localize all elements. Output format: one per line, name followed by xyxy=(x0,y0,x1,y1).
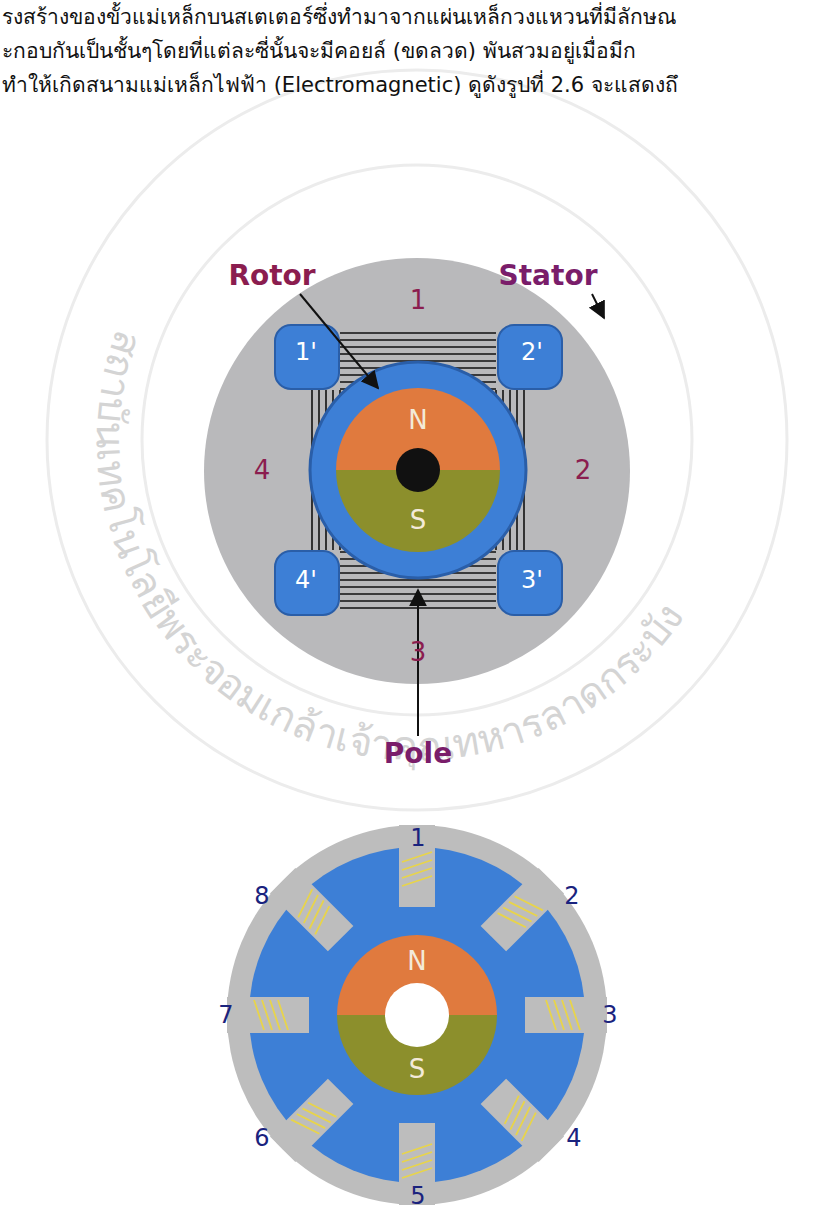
tooth xyxy=(481,868,564,951)
pole-letter: N xyxy=(336,407,500,433)
pole-letter: S xyxy=(336,507,500,533)
winding xyxy=(498,906,526,934)
body-text-line: รงสร้างของขั้วแม่เหล็กบนสเตเตอร์ซึ่งทำมา… xyxy=(2,5,676,30)
callout-number: 2 xyxy=(564,883,579,909)
winding xyxy=(498,1096,526,1124)
callout-number: 3 xyxy=(602,1002,617,1028)
callout-number: 2 xyxy=(575,456,592,485)
tooth xyxy=(270,868,353,951)
winding xyxy=(254,1000,264,1030)
winding xyxy=(509,895,537,923)
winding xyxy=(302,1101,330,1129)
part-name: Stator xyxy=(499,261,598,292)
tooth-body xyxy=(481,868,564,951)
tooth-body xyxy=(481,1079,564,1162)
half-disc xyxy=(337,935,497,1015)
tooth xyxy=(227,997,309,1033)
callout-number: 3' xyxy=(521,567,543,593)
hub xyxy=(396,470,440,492)
winding xyxy=(546,1000,556,1030)
winding xyxy=(402,1168,432,1178)
winding xyxy=(402,868,432,878)
body-text-line: ทำให้เกิดสนามแม่เหล็กไฟฟ้า (Electromagne… xyxy=(2,73,678,98)
callout-number: 1 xyxy=(410,286,427,315)
tooth-body xyxy=(270,868,353,951)
winding xyxy=(278,1000,288,1030)
winding xyxy=(515,1113,543,1141)
winding xyxy=(270,1000,280,1030)
half-disc-fill xyxy=(336,388,500,470)
winding xyxy=(308,1096,336,1124)
winding xyxy=(297,1107,325,1135)
tooth-body xyxy=(399,825,435,907)
hub xyxy=(385,1015,449,1047)
leader-arrows xyxy=(300,294,604,736)
half-disc xyxy=(337,1015,497,1095)
winding xyxy=(503,1101,531,1129)
winding xyxy=(402,852,432,862)
callout-number: 5 xyxy=(410,1183,425,1209)
winding xyxy=(402,1160,432,1170)
winding xyxy=(340,332,496,334)
hub xyxy=(385,983,449,1015)
part-name: Pole xyxy=(384,739,452,770)
winding xyxy=(340,339,496,341)
half-disc-fill xyxy=(337,935,497,1015)
winding xyxy=(509,1107,537,1135)
winding xyxy=(402,1144,432,1154)
tooth-body xyxy=(227,997,309,1033)
tooth xyxy=(399,825,435,907)
half-disc-fill xyxy=(337,1015,497,1095)
part-name: Rotor xyxy=(228,261,315,292)
rotor-south-half: S xyxy=(336,470,500,552)
callout-number: 1' xyxy=(295,339,317,365)
winding xyxy=(291,1113,319,1141)
pole-shoes xyxy=(275,325,562,615)
stator-body xyxy=(227,825,607,1205)
callout-number: 8 xyxy=(254,883,269,909)
callout-number: 3 xyxy=(410,638,427,667)
winding xyxy=(570,1000,580,1030)
tooth xyxy=(525,997,607,1033)
winding xyxy=(402,876,432,886)
winding xyxy=(340,586,496,588)
winding xyxy=(291,889,319,917)
callout-number: 1 xyxy=(410,825,425,851)
tooth-body xyxy=(270,1079,353,1162)
watermark: สถาบันเทคโนโลยีพระจอมเกล้าเจ้าคุณทหารลาด… xyxy=(47,70,787,810)
callout-number: 4 xyxy=(254,456,271,485)
pole-letter: S xyxy=(337,1056,497,1082)
pole-letter: N xyxy=(337,948,497,974)
winding xyxy=(402,860,432,870)
winding xyxy=(262,1000,272,1030)
callout-number: 6 xyxy=(254,1125,269,1151)
winding xyxy=(402,1152,432,1162)
half-disc-fill xyxy=(336,470,500,552)
tooth xyxy=(481,1079,564,1162)
body-text-line: ะกอบกันเป็นชั้นๆโดยที่แต่ละซี่นั้นจะมีคอ… xyxy=(2,39,636,64)
winding xyxy=(340,346,496,348)
winding xyxy=(554,1000,564,1030)
callout-number: 4' xyxy=(295,567,317,593)
callout-number: 2' xyxy=(521,339,543,365)
rotor-north-half: N xyxy=(336,388,500,470)
rotor-south-half: S xyxy=(337,1015,497,1095)
callout-number: 7 xyxy=(218,1002,233,1028)
winding xyxy=(297,895,325,923)
winding xyxy=(515,889,543,917)
winding xyxy=(340,353,496,355)
winding xyxy=(562,1000,572,1030)
winding xyxy=(503,900,531,928)
rotor-north-half: N xyxy=(337,935,497,1015)
stator-teeth xyxy=(227,825,607,1205)
tooth-body xyxy=(525,997,607,1033)
hub xyxy=(396,448,440,470)
callout-number: 4 xyxy=(566,1125,581,1151)
winding xyxy=(302,900,330,928)
winding xyxy=(308,906,336,934)
stator-ring xyxy=(310,362,526,578)
tooth xyxy=(270,1079,353,1162)
